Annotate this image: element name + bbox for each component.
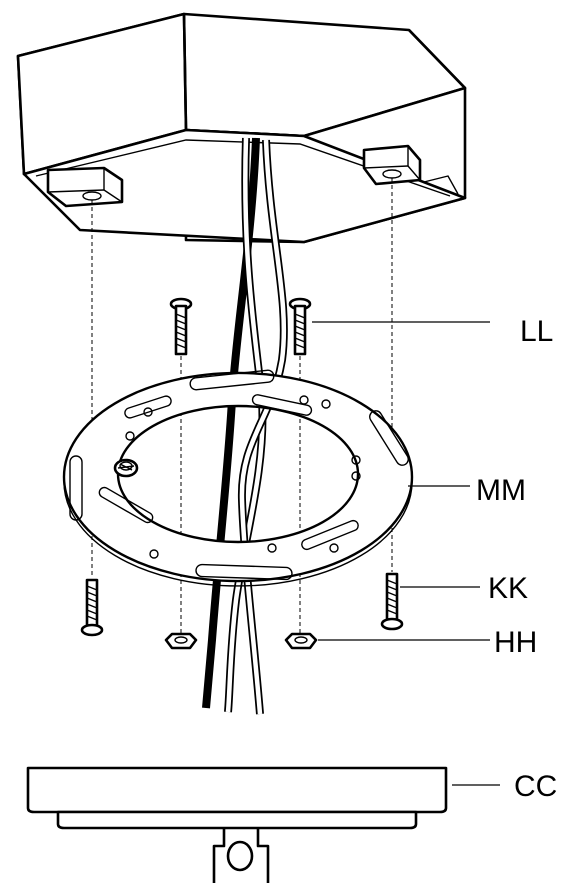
hex-nut-right	[284, 632, 318, 650]
label-mm: MM	[476, 474, 526, 507]
screw-ll-right	[288, 297, 312, 356]
label-cc: CC	[514, 770, 557, 803]
label-ll: LL	[520, 315, 553, 348]
junction-box	[16, 12, 467, 244]
white-wire	[225, 137, 265, 713]
label-hh: HH	[494, 626, 537, 659]
hex-nut-left	[164, 632, 198, 650]
canopy	[26, 766, 448, 883]
leader-lines	[312, 321, 500, 786]
ground-wire	[239, 139, 287, 715]
label-kk: KK	[488, 572, 528, 605]
screw-kk-left	[80, 578, 104, 637]
mounting-plate	[62, 369, 414, 587]
screw-kk-right	[380, 572, 404, 631]
ground-screw	[113, 458, 139, 478]
screw-ll-left	[169, 297, 193, 356]
